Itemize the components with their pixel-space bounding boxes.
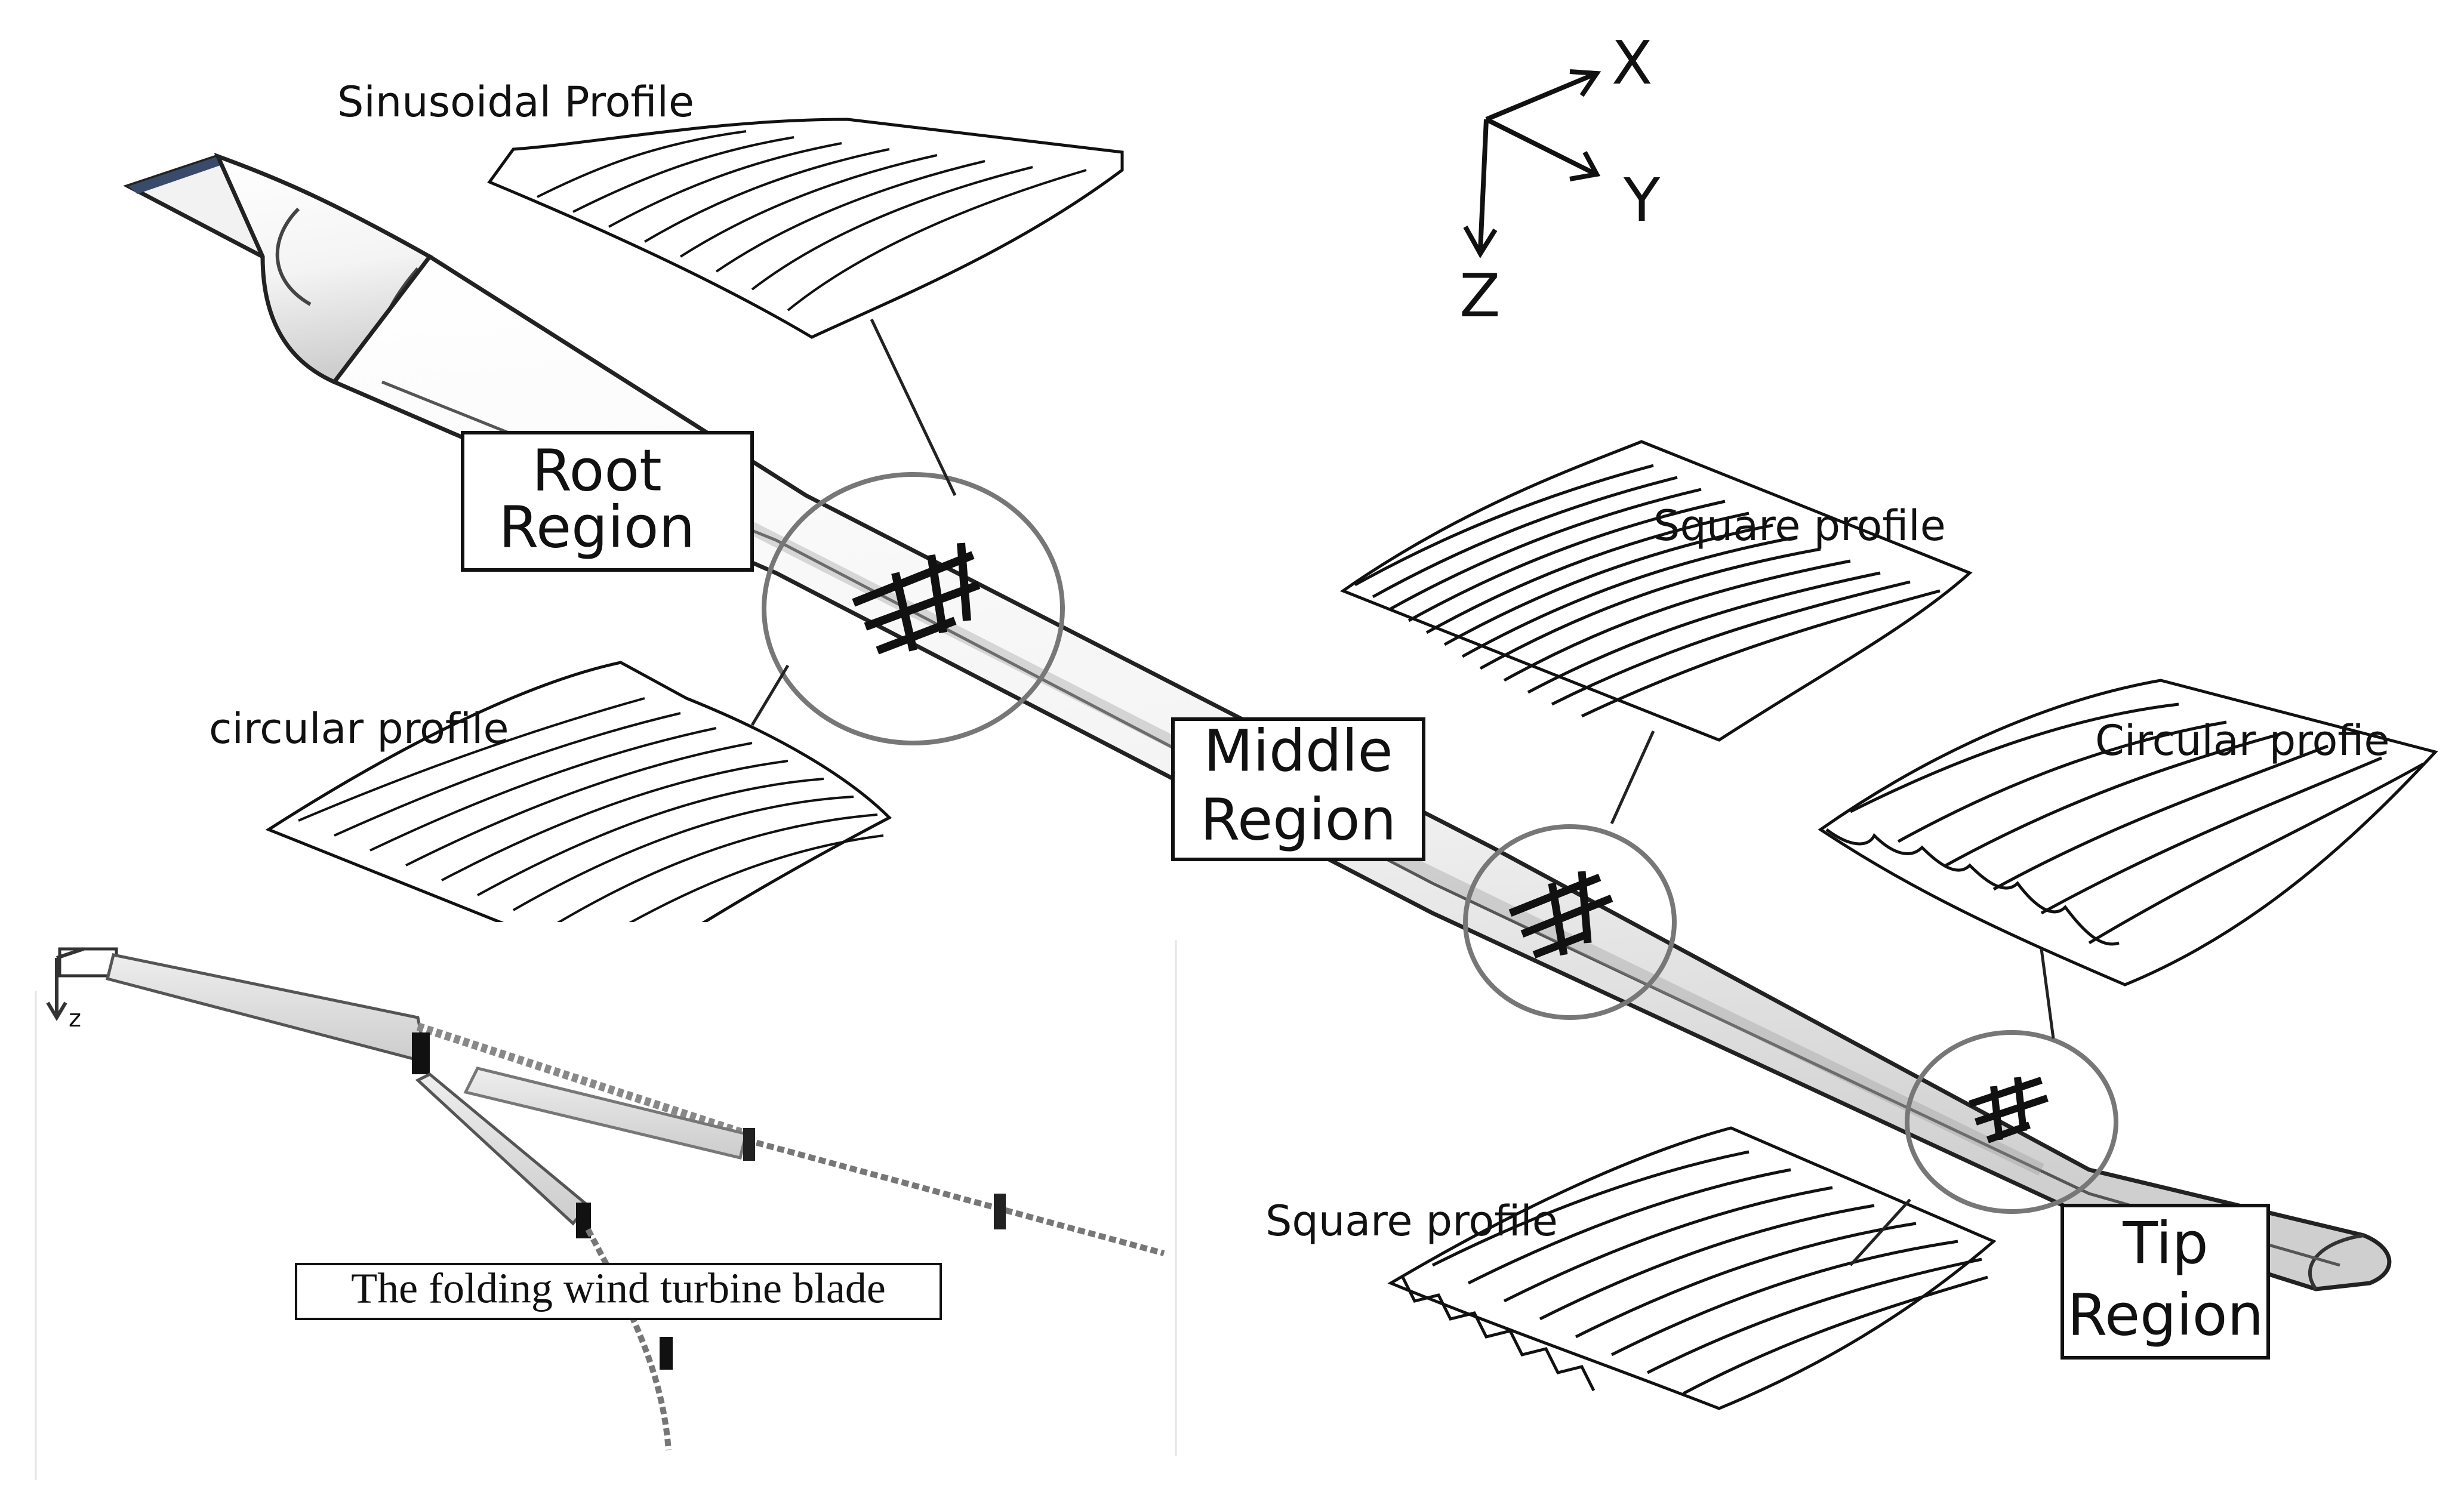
tip-region-box: Tip Region [2060,1204,2270,1360]
middle-lattice [1508,871,1613,959]
middle-region-box: Middle Region [1171,717,1425,861]
tip-region-circle [1905,1030,2118,1214]
circular-tip-profile-panel [1818,679,2438,1039]
circular-tip-profile-label: Circular profie [2095,716,2389,765]
root-region-box: Root Region [461,431,754,572]
inset-axis-label: z [69,1005,81,1032]
square-middle-profile-panel [1339,440,1973,825]
square-tip-profile-panel [1387,1126,1997,1410]
middle-region-circle [1463,824,1677,1020]
axis-y-label: Y [1623,165,1661,235]
inset-caption: The folding wind turbine blade [351,1265,886,1312]
root-region-label-line2: Region [499,494,695,560]
root-region-label-line1: Root [532,437,662,504]
sinusoidal-profile-label: Sinusoidal Profile [337,78,694,127]
circular-root-profile-label: circular profile [209,704,509,753]
square-middle-profile-label: Square profile [1653,501,1946,550]
circular-root-profile-panel [265,661,892,975]
inset-panel: z The folding wind turbine blade [24,922,1182,1483]
sinusoidal-profile-panel [487,118,1124,497]
axes-triad [1463,69,1601,258]
tip-region-label-line1: Tip [2122,1210,2208,1277]
axis-x-label: X [1612,28,1653,98]
axis-z-label: Z [1459,261,1501,331]
tip-region-label-line2: Region [2068,1281,2264,1348]
middle-region-label-line2: Region [1200,786,1397,853]
square-tip-profile-label: Square profile [1265,1197,1558,1246]
middle-region-label-line1: Middle [1203,717,1393,784]
root-region-circle [762,472,1065,745]
root-lattice [852,542,981,655]
tip-lattice [1969,1077,2049,1143]
